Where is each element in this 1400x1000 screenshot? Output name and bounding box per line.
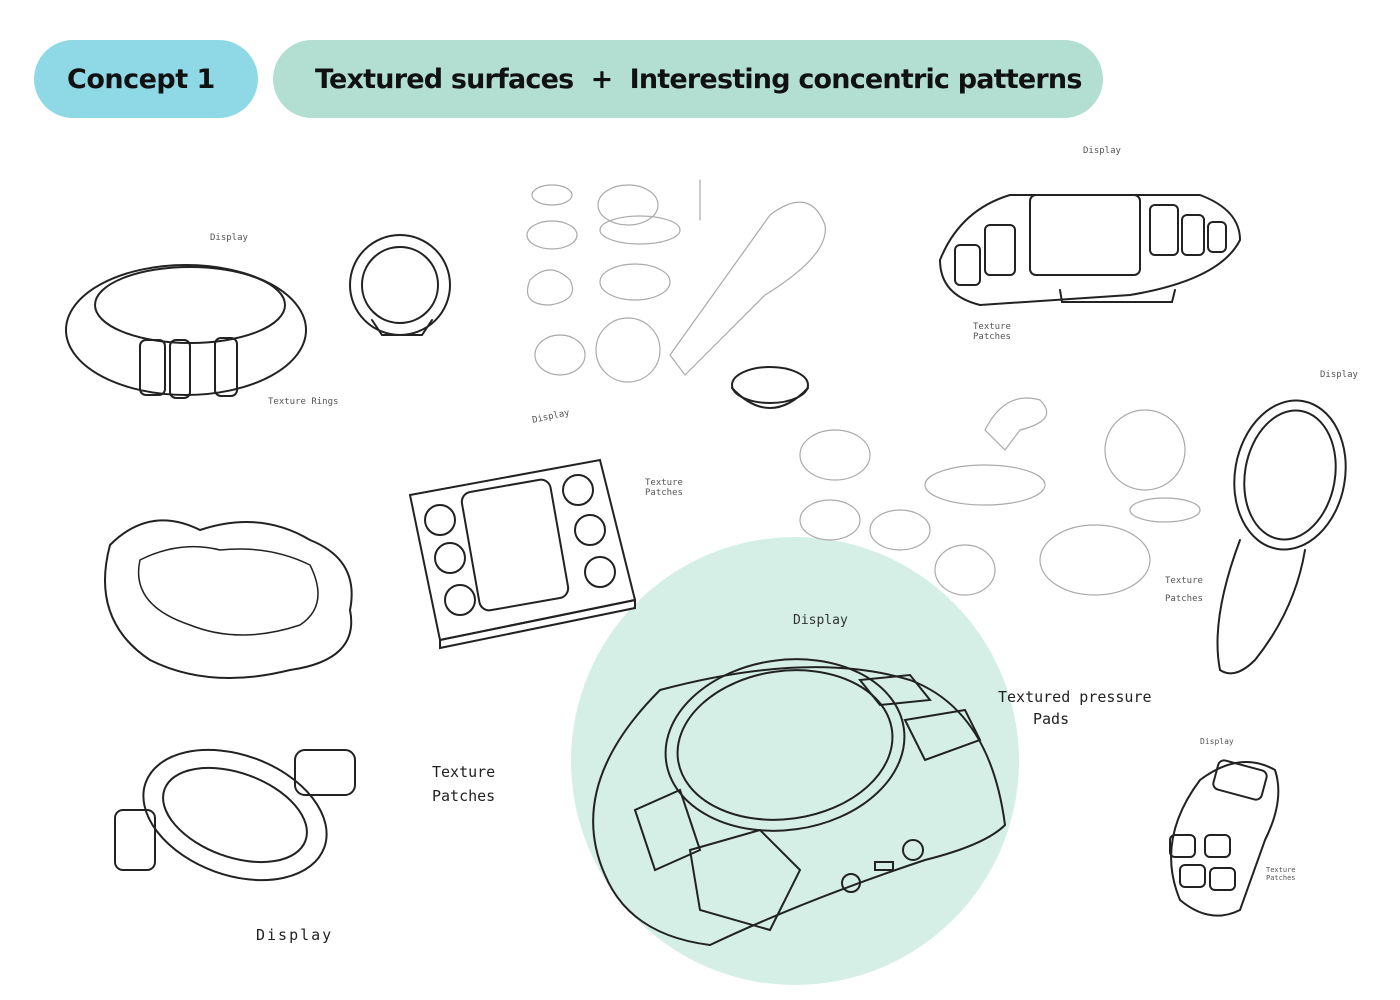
featured-hub-sketch <box>592 658 1007 947</box>
ring-sketch <box>349 234 451 336</box>
pencil-studies <box>526 179 1201 596</box>
remote-sketch <box>1169 759 1280 917</box>
rectangle-tray-sketch <box>408 458 637 650</box>
remote-display-label: Display <box>1200 737 1234 746</box>
wristband-display-label: Display <box>256 926 334 944</box>
oval-patches-label: Texture Patches <box>1165 576 1203 604</box>
wavy-tray-sketch <box>104 519 353 679</box>
hexagon-device-sketch <box>938 194 1242 307</box>
concept-title: Concept 1 <box>67 63 215 95</box>
wristband-patches-label: Texture Patches <box>432 763 496 805</box>
oval-display-label: Display <box>1320 370 1358 380</box>
bracelet-sketch <box>65 264 307 399</box>
remote-patches-label: Texture Patches <box>1266 866 1296 882</box>
oval-handheld-sketch <box>1216 399 1347 675</box>
theme-title-pill: Textured surfaces + Interesting concentr… <box>273 40 1103 118</box>
featured-pads-label: Textured pressure <box>998 688 1152 706</box>
hexagon-patches-label: Texture Patches <box>973 322 1011 342</box>
concept-title-pill: Concept 1 <box>34 40 258 118</box>
featured-pads-label-2: Pads <box>1033 710 1070 728</box>
highlight-circle <box>571 537 1019 985</box>
tray-patches-label: Texture Patches <box>645 478 683 498</box>
theme-title: Textured surfaces + Interesting concentr… <box>315 63 1082 95</box>
bracelet-display-label: Display <box>210 233 248 243</box>
hexagon-display-label: Display <box>1083 146 1121 156</box>
featured-display-label: Display <box>793 613 848 628</box>
wristband-sketch <box>114 748 356 882</box>
bracelet-rings-label: Texture Rings <box>268 397 339 407</box>
bowl-sketch <box>731 366 809 409</box>
